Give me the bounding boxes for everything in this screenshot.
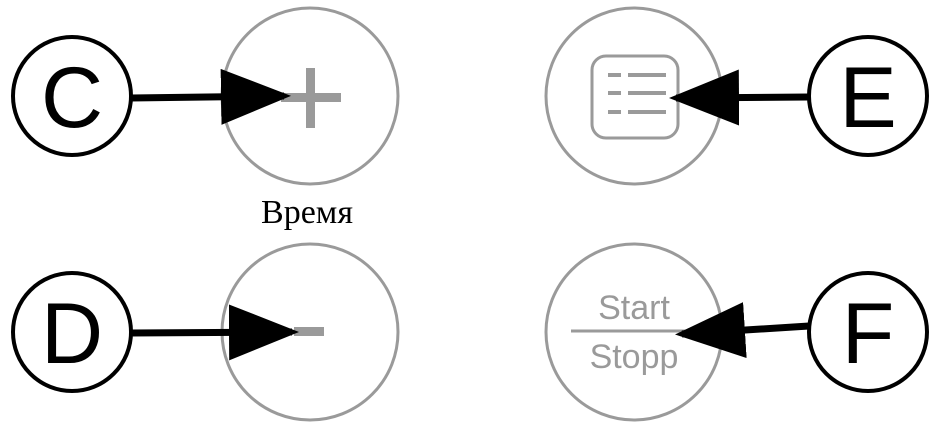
callout-d-arrow [130,304,299,361]
callout-d: D [11,271,299,393]
callout-c-arrow [130,68,291,125]
menu-list-icon [590,54,680,140]
callout-f-arrow [675,302,810,358]
callout-f: F [675,271,929,393]
minus-icon [294,327,324,336]
callout-e-arrow [669,69,810,126]
time-caption: Время [261,194,353,231]
callout-f-letter: F [842,286,895,382]
callout-e: E [669,35,929,157]
plus-icon [281,68,341,128]
callout-e-letter: E [839,50,896,146]
callout-c-letter: C [41,50,103,146]
start-label: Start [598,289,670,327]
stop-label: Stopp [590,338,679,376]
callout-d-letter: D [41,286,103,382]
callout-c: C [11,35,291,157]
